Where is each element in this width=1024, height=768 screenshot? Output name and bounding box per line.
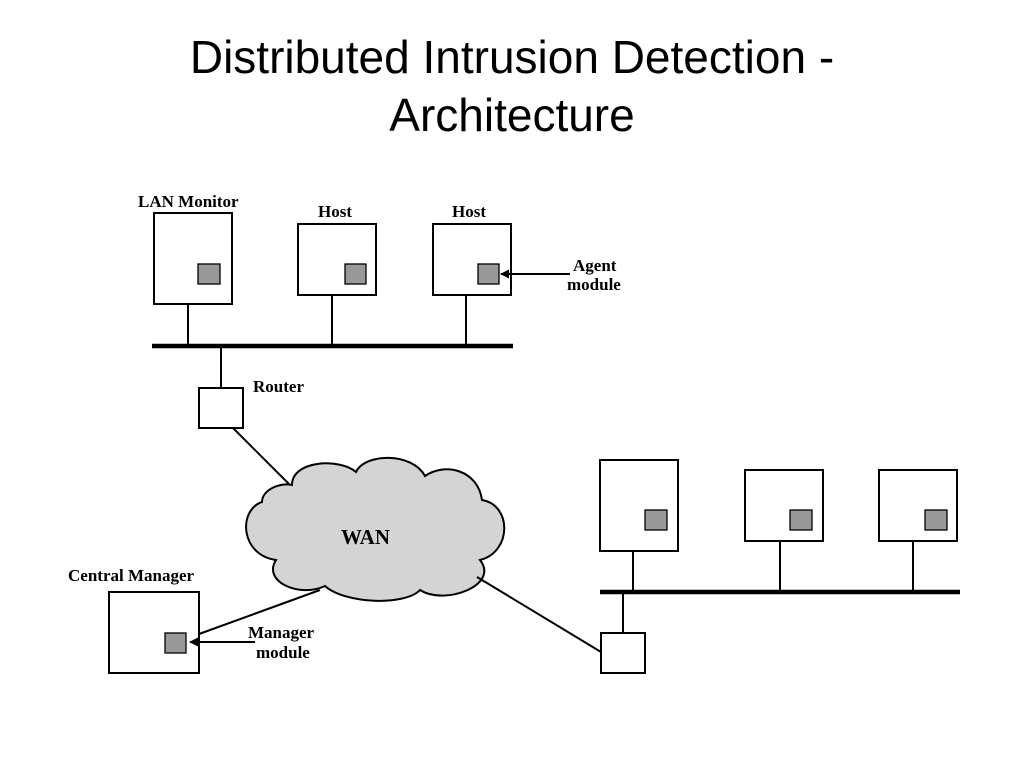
lan-monitor-node <box>153 212 233 346</box>
host-2-agent-module <box>477 263 500 285</box>
bottom-host-2-node <box>878 469 958 592</box>
title-line-2: Architecture <box>389 89 635 141</box>
lan-monitor-agent-module <box>197 263 221 285</box>
router-label: Router <box>253 377 304 396</box>
manager-module <box>164 632 187 654</box>
manager-label-line1: Manager <box>248 623 315 642</box>
agent-label-line1: Agent <box>573 256 617 275</box>
bottom-monitor-box <box>599 459 679 552</box>
lan-monitor-label: LAN Monitor <box>138 192 239 211</box>
bottom-lan <box>599 459 960 674</box>
router-box <box>198 387 244 429</box>
wan-manager-link <box>198 589 321 635</box>
bottom-host-1-agent-module <box>789 509 813 531</box>
bottom-monitor-agent-module <box>644 509 668 531</box>
bottom-router-box <box>600 632 646 674</box>
host-2-node <box>432 223 512 346</box>
host-1-node <box>297 223 377 346</box>
wan-bottom-router-link <box>476 576 602 653</box>
lan-monitor-box <box>153 212 233 305</box>
manager-label-line2: module <box>256 643 310 662</box>
agent-label-line2: module <box>567 275 621 294</box>
top-lan <box>152 212 570 429</box>
central-manager-node <box>108 591 200 674</box>
title-line-1: Distributed Intrusion Detection - <box>189 31 835 83</box>
host-1-agent-module <box>344 263 367 285</box>
bottom-host-2-agent-module <box>924 509 948 531</box>
slide-title: Distributed Intrusion Detection - Archit… <box>0 28 1024 144</box>
host-2-label: Host <box>452 202 486 221</box>
central-manager-label: Central Manager <box>68 566 195 585</box>
router-wan-link <box>232 427 293 488</box>
bottom-host-1-node <box>744 469 824 592</box>
bottom-monitor-node <box>599 459 679 592</box>
host-1-label: Host <box>318 202 352 221</box>
wan-label: WAN <box>341 525 390 549</box>
wan-cloud <box>245 456 506 602</box>
